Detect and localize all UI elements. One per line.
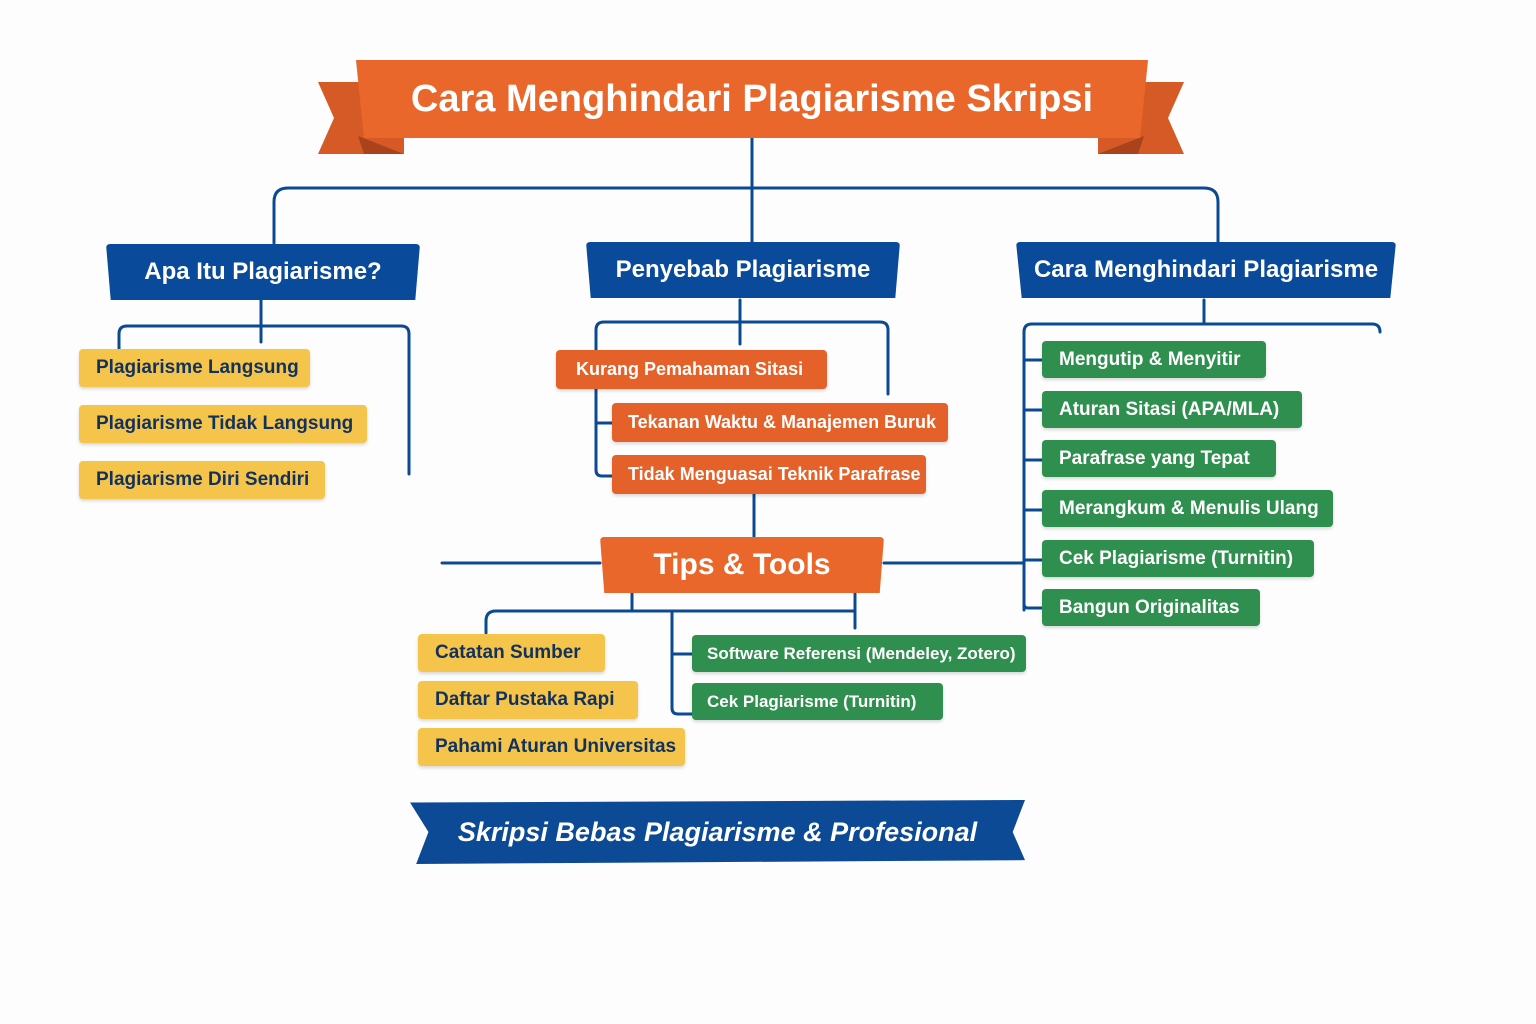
- item-plagiarisme-langsung: Plagiarisme Langsung: [79, 349, 310, 387]
- tool-cek-plagiarisme: Cek Plagiarisme (Turnitin): [692, 683, 943, 720]
- heading-apa-itu-plagiarisme: Apa Itu Plagiarisme?: [106, 244, 420, 300]
- tool-software-referensi: Software Referensi (Mendeley, Zotero): [692, 635, 1026, 672]
- item-parafrase-tepat: Parafrase yang Tepat: [1042, 440, 1276, 477]
- item-plagiarisme-tidak-langsung: Plagiarisme Tidak Langsung: [79, 405, 367, 443]
- heading-cara-menghindari: Cara Menghindari Plagiarisme: [1016, 242, 1396, 298]
- item-bangun-originalitas: Bangun Originalitas: [1042, 589, 1260, 626]
- connector-branch2-bar: [594, 320, 890, 396]
- connector-branch1-bar: [117, 324, 411, 476]
- item-tidak-menguasai-parafrase: Tidak Menguasai Teknik Parafrase: [612, 455, 926, 494]
- page-title: Cara Menghindari Plagiarisme Skripsi: [356, 60, 1148, 138]
- item-tekanan-waktu: Tekanan Waktu & Manajemen Buruk: [612, 403, 948, 442]
- item-mengutip-menyitir: Mengutip & Menyitir: [1042, 341, 1266, 378]
- tip-daftar-pustaka: Daftar Pustaka Rapi: [418, 681, 638, 719]
- connector-branch3-bar: [1022, 322, 1382, 612]
- item-plagiarisme-diri-sendiri: Plagiarisme Diri Sendiri: [79, 461, 325, 499]
- heading-penyebab-plagiarisme: Penyebab Plagiarisme: [586, 242, 900, 298]
- tip-pahami-aturan: Pahami Aturan Universitas: [418, 728, 685, 766]
- item-merangkum-menulis-ulang: Merangkum & Menulis Ulang: [1042, 490, 1333, 527]
- connector-tips-bar: [484, 609, 857, 635]
- connector-top-bar: [272, 186, 1220, 245]
- item-aturan-sitasi: Aturan Sitasi (APA/MLA): [1042, 391, 1302, 428]
- tip-catatan-sumber: Catatan Sumber: [418, 634, 605, 672]
- item-cek-plagiarisme: Cek Plagiarisme (Turnitin): [1042, 540, 1314, 577]
- connector-branch2-left: [594, 386, 615, 478]
- connector-tools-bar: [670, 609, 694, 716]
- tips-tools-heading: Tips & Tools: [600, 537, 884, 593]
- item-kurang-pemahaman-sitasi: Kurang Pemahaman Sitasi: [556, 350, 827, 389]
- footer-banner: Skripsi Bebas Plagiarisme & Profesional: [410, 800, 1025, 864]
